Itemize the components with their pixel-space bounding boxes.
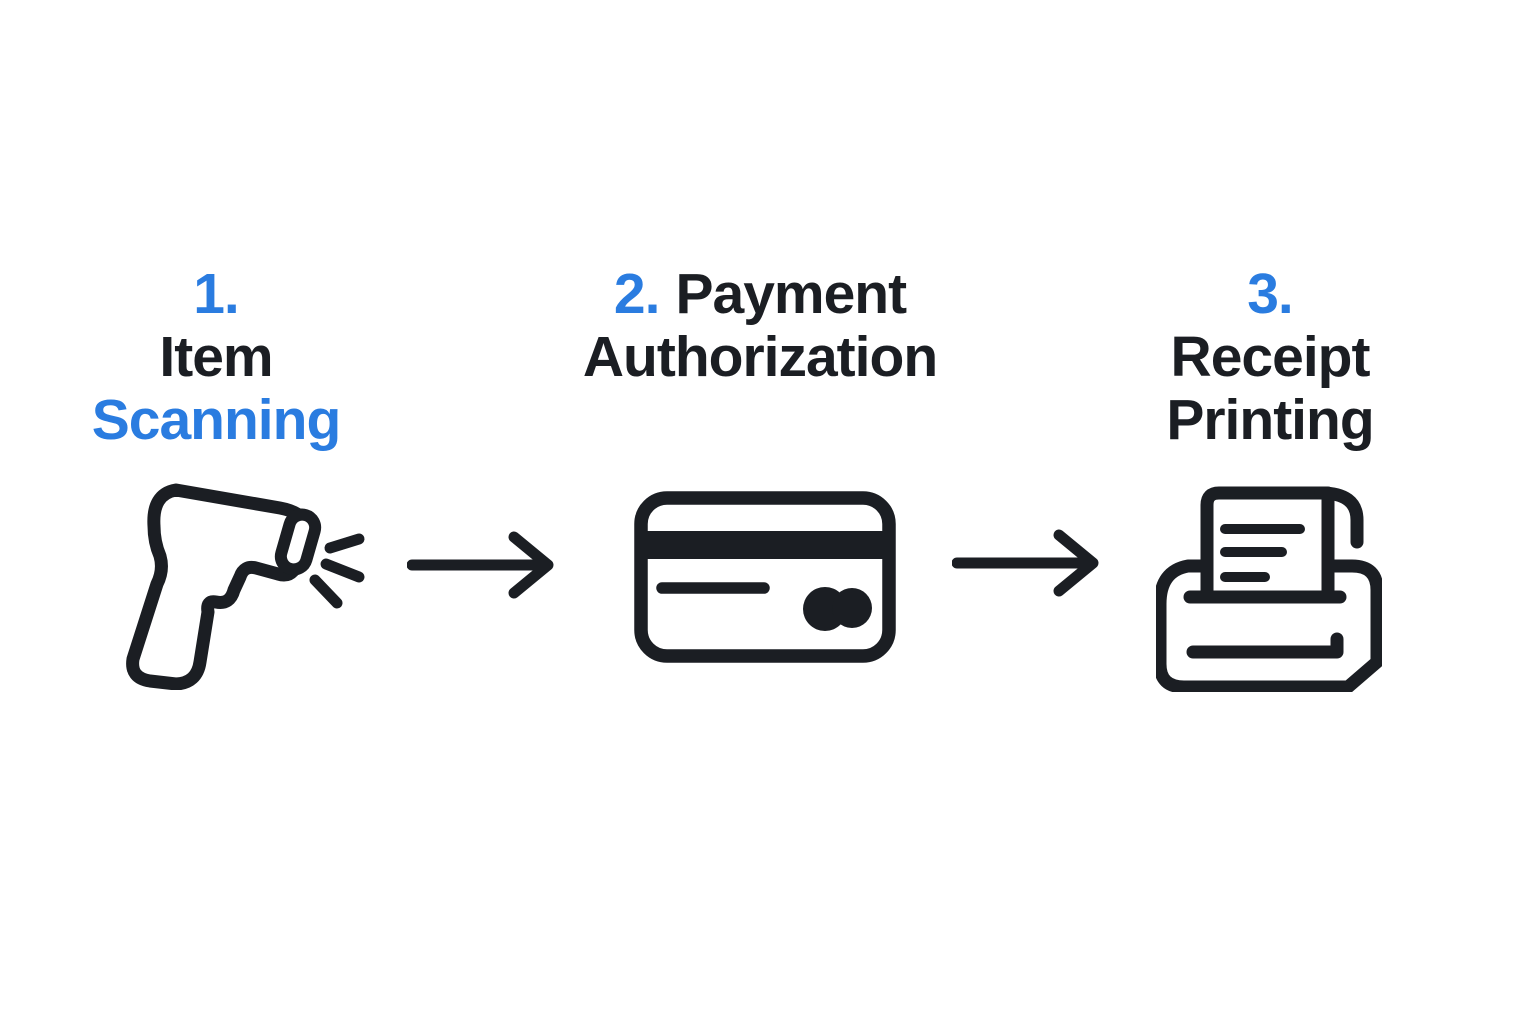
step-1-title-line-2: Scanning [91, 388, 342, 452]
step-2-number: 2. [613, 262, 661, 326]
receipt-printer-icon [1156, 486, 1382, 692]
step-1-title-line-1: Item [159, 325, 273, 389]
step-3-title-line-1: Receipt [1170, 325, 1371, 389]
step-2-label: 2.Payment Authorization [535, 263, 985, 389]
step-3-title-line-2: Printing [1166, 388, 1374, 452]
arrow-right-icon [952, 529, 1099, 597]
step-2-title-line-1: 2.Payment [613, 262, 907, 326]
barcode-scanner-icon [126, 483, 365, 690]
step-3-number: 3. [1247, 262, 1294, 326]
step-1-number: 1. [193, 262, 240, 326]
step-3-label: 3. Receipt Printing [1095, 263, 1445, 452]
step-2-title-line-2: Authorization [582, 325, 938, 389]
credit-card-icon [634, 491, 896, 663]
step-1-label: 1. Item Scanning [41, 263, 391, 452]
arrow-right-icon [407, 531, 554, 599]
